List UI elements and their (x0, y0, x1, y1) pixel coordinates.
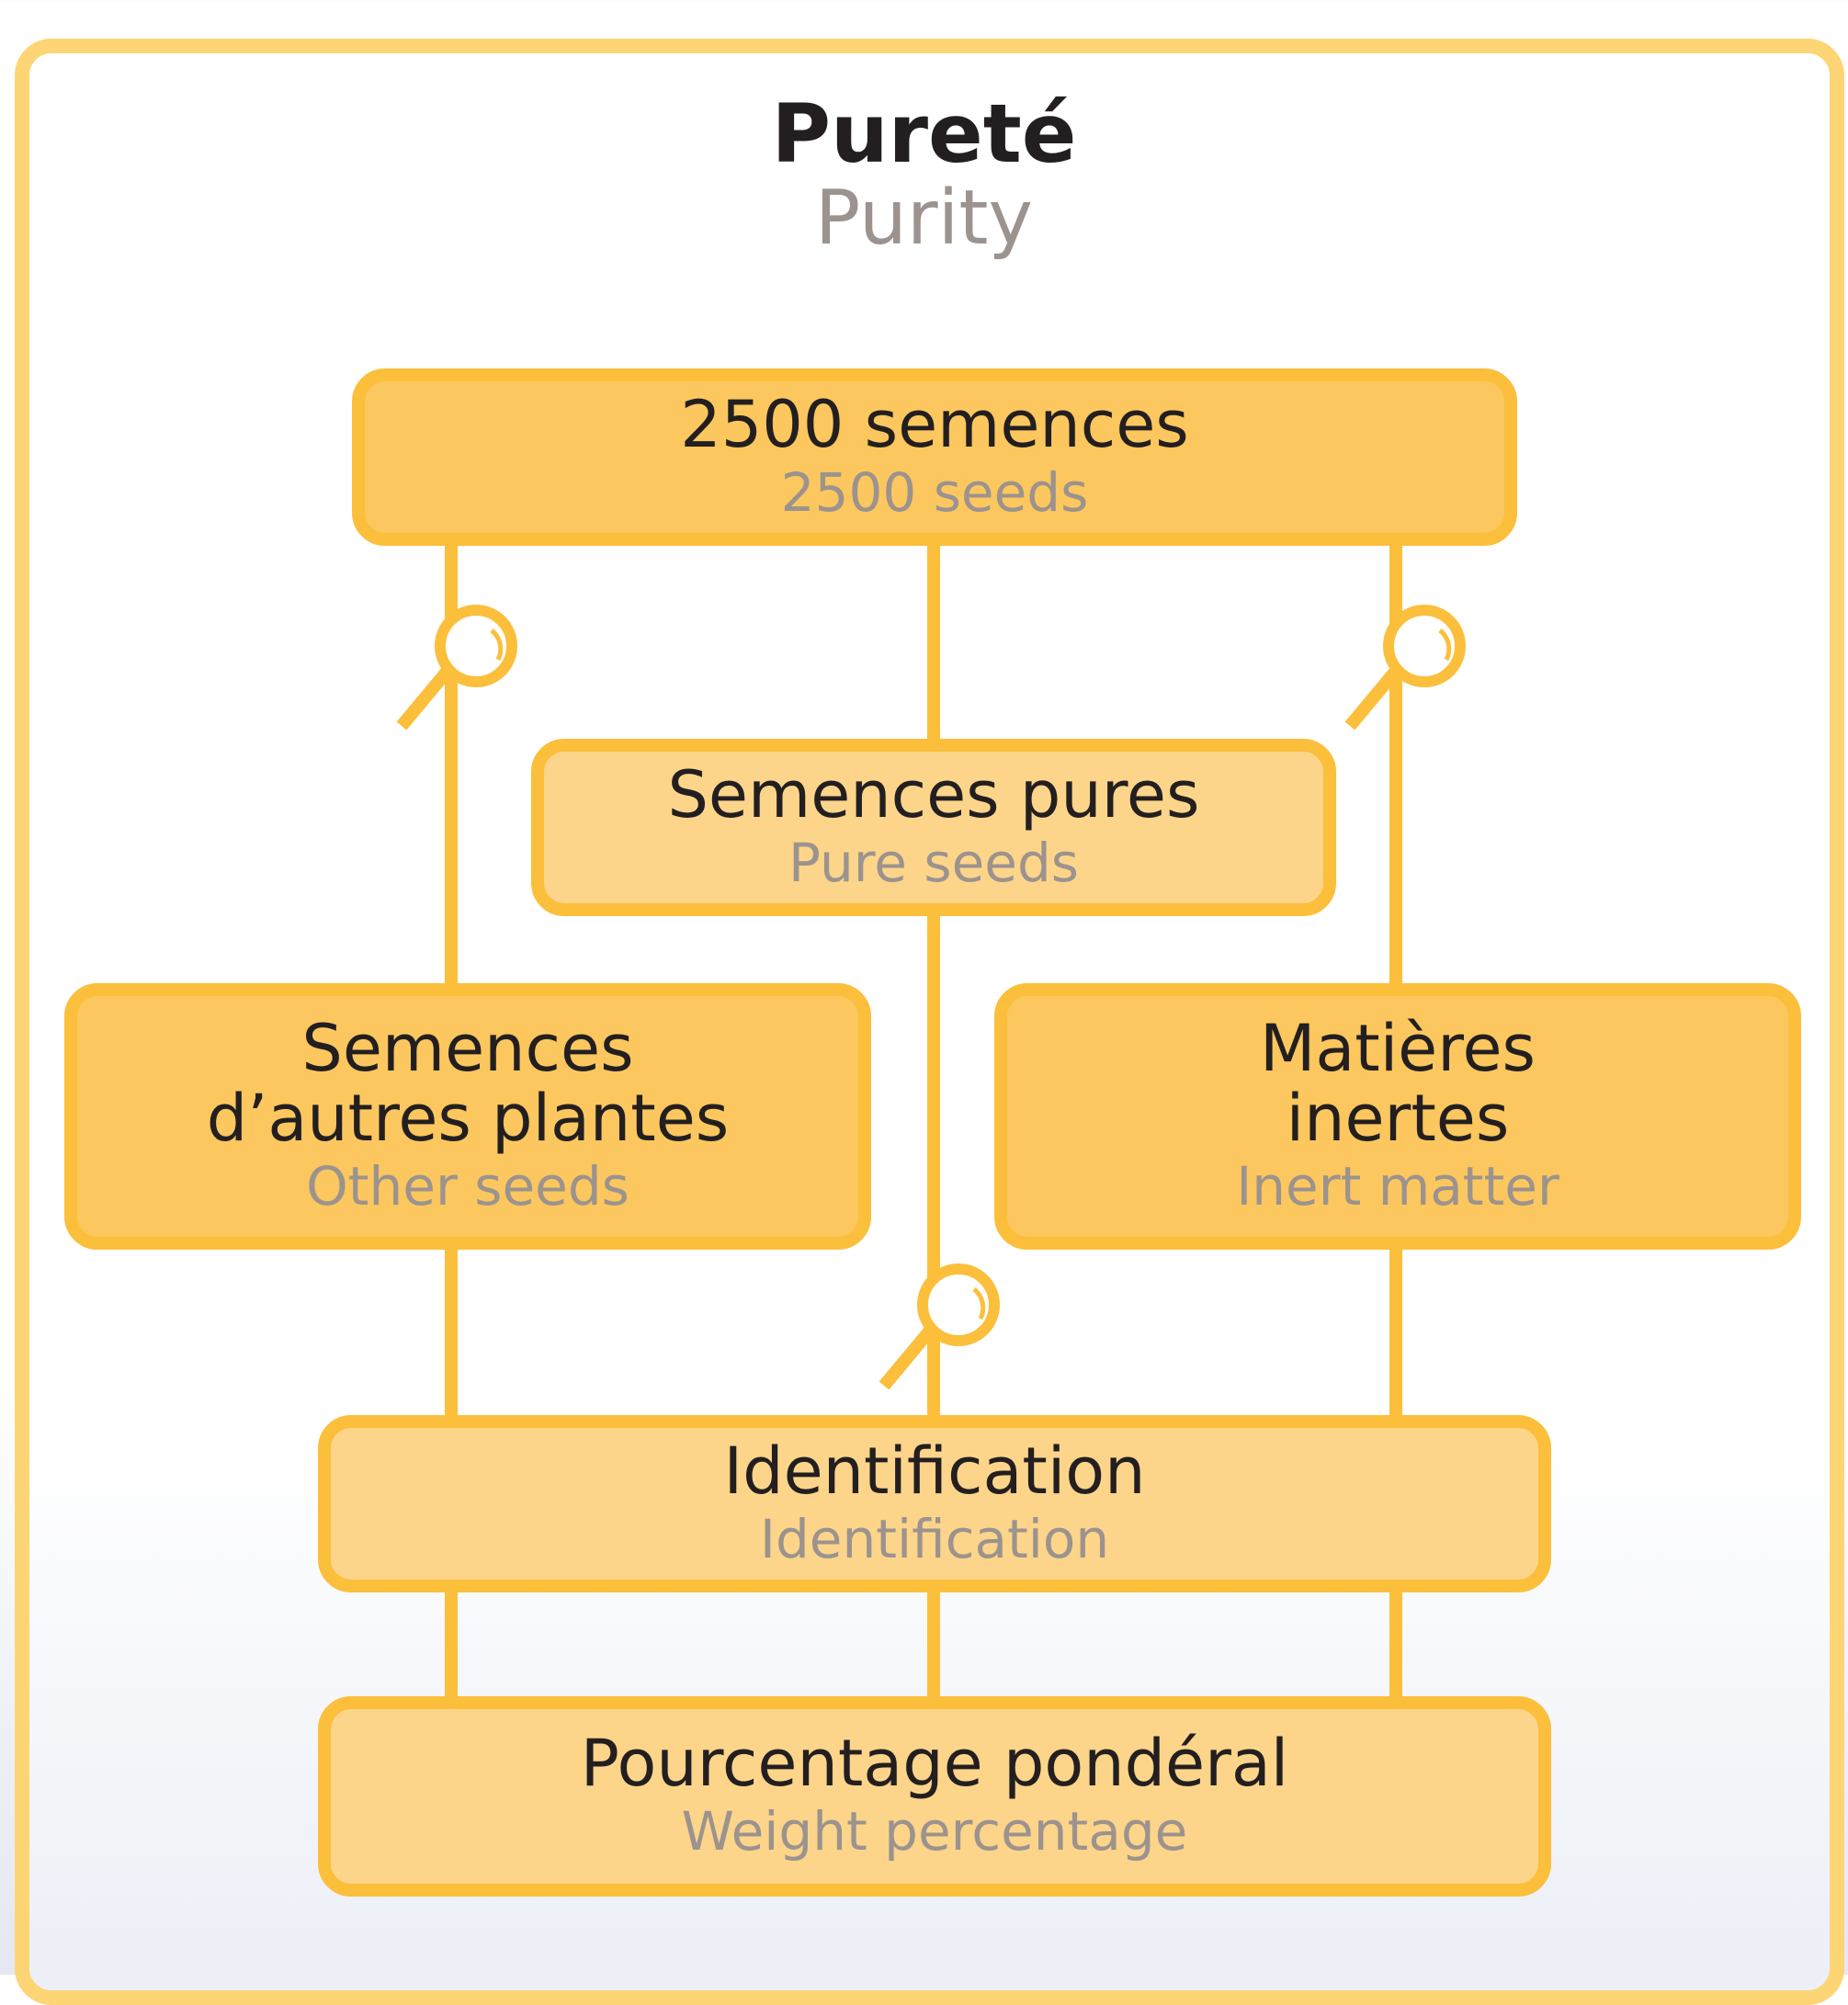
node-2500-seeds-fr: 2500 semences (680, 386, 1189, 462)
node-identification-fr: Identification (723, 1433, 1146, 1509)
node-weight-percentage-fr: Pourcentage pondéral (580, 1726, 1289, 1801)
node-other-seeds-fr-line1: Semences (301, 1011, 634, 1086)
node-identification-en: Identification (759, 1507, 1110, 1570)
node-inert-matter-fr-line2: inertes (1286, 1081, 1510, 1156)
node-identification: Identification Identification (318, 1415, 1551, 1592)
node-inert-matter-en: Inert matter (1236, 1155, 1559, 1218)
title-english: Purity (814, 175, 1034, 262)
node-inert-matter: Matières inertes Inert matter (994, 983, 1801, 1250)
node-2500-seeds-en: 2500 seeds (780, 460, 1089, 524)
node-2500-seeds: 2500 semences 2500 seeds (352, 368, 1517, 546)
node-weight-percentage-en: Weight percentage (681, 1800, 1188, 1863)
magnifier-icon (396, 605, 517, 731)
magnifier-icon (1344, 605, 1466, 731)
node-other-seeds: Semences d’autres plantes Other seeds (64, 983, 871, 1250)
node-inert-matter-fr-line1: Matières (1259, 1011, 1536, 1086)
title-french: Pureté (771, 86, 1077, 181)
node-pure-seeds-en: Pure seeds (788, 831, 1080, 894)
node-other-seeds-en: Other seeds (306, 1155, 629, 1218)
node-other-seeds-fr-line2: d’autres plantes (206, 1081, 730, 1156)
node-pure-seeds: Semences pures Pure seeds (531, 739, 1336, 916)
magnifier-icon (879, 1263, 1000, 1390)
node-pure-seeds-fr: Semences pures (667, 756, 1200, 833)
node-weight-percentage: Pourcentage pondéral Weight percentage (318, 1696, 1551, 1897)
